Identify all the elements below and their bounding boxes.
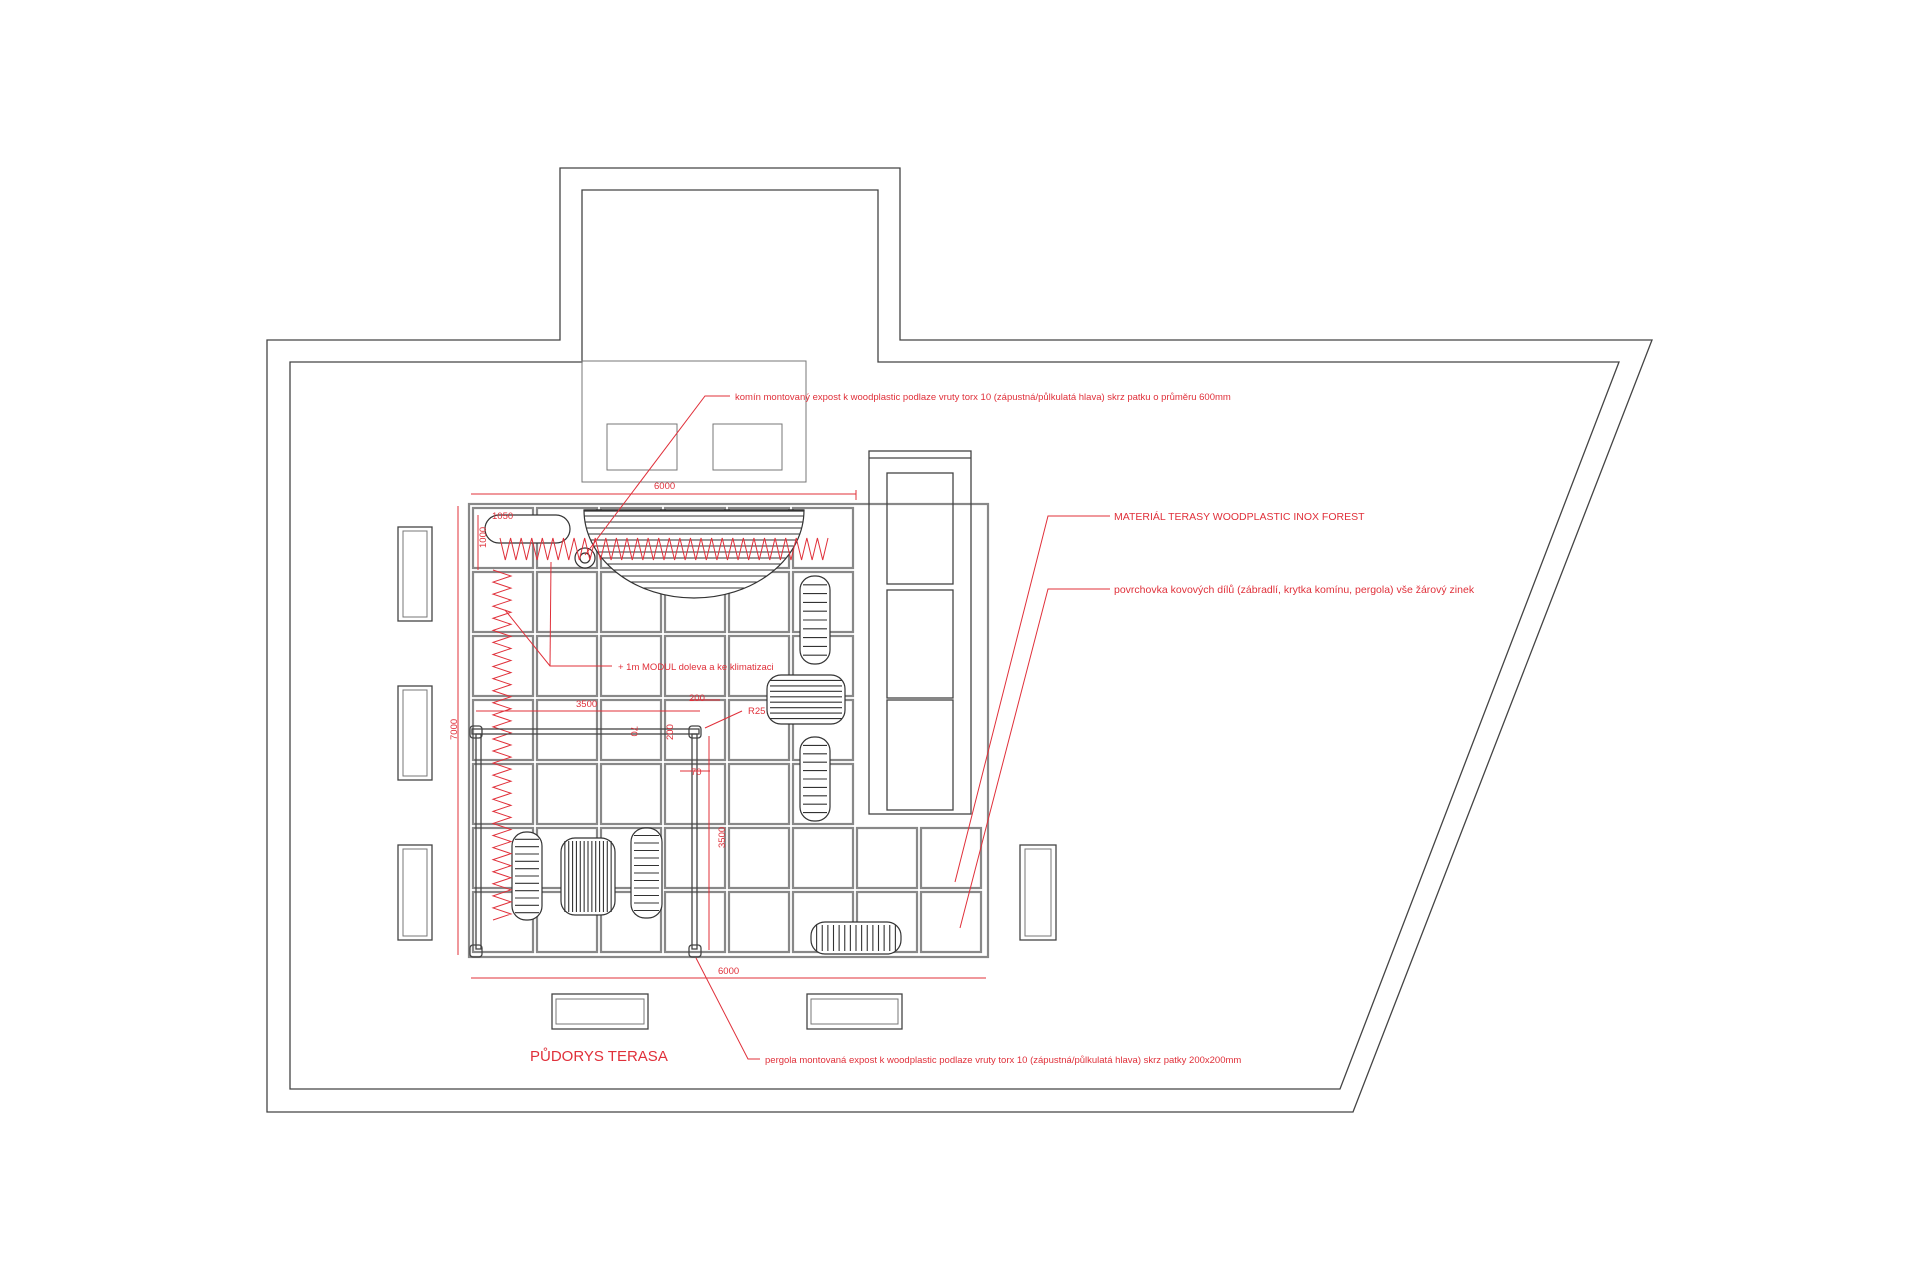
furniture-piece <box>799 736 831 822</box>
building-outer-wall <box>266 167 1653 1113</box>
deck-tile <box>855 826 919 890</box>
building-inner-wall <box>289 189 1620 1090</box>
dim-height: 7000 <box>449 719 460 740</box>
deck-tile <box>663 634 727 698</box>
deck-tile <box>727 762 791 826</box>
deck-tile <box>663 762 727 826</box>
deck-tile <box>727 826 791 890</box>
dimension-lines <box>457 490 986 979</box>
deck-tile <box>727 890 791 954</box>
terrace-deck-grid <box>467 502 990 959</box>
dim-beam-h: 70 <box>691 767 702 778</box>
deck-tile <box>535 762 599 826</box>
deck-tile <box>471 762 535 826</box>
deck-tile <box>663 890 727 954</box>
furniture-piece <box>583 509 805 512</box>
pergola-frame <box>469 725 702 958</box>
deck-tile <box>467 502 990 959</box>
deck-tile <box>599 698 663 762</box>
dim-bench-depth: 1000 <box>478 527 489 548</box>
annotation-material: MATERIÁL TERASY WOODPLASTIC INOX FOREST <box>1114 510 1365 523</box>
dim-radius: R25 <box>748 706 765 717</box>
furniture-piece <box>766 674 846 725</box>
deck-tile <box>727 634 791 698</box>
annotation-leaders <box>504 395 1110 1060</box>
deck-tile <box>535 698 599 762</box>
deck-tile <box>791 826 855 890</box>
drawing-title: PŮDORYS TERASA <box>530 1047 668 1065</box>
deck-tile <box>919 826 983 890</box>
dim-post-size: 200 <box>689 693 705 704</box>
furniture-piece <box>799 575 831 665</box>
deck-tile <box>663 826 727 890</box>
dim-post-size-v: 200 <box>665 724 676 740</box>
furniture-piece <box>630 827 663 919</box>
skylight-right <box>712 423 783 471</box>
deck-tile <box>727 698 791 762</box>
dim-beam-v: 70 <box>628 726 639 737</box>
furniture-piece <box>810 921 902 955</box>
dim-pergola-depth: 3500 <box>717 827 728 848</box>
module-zigzag-horizontal <box>499 537 829 561</box>
annotation-module: + 1m MODUL doleva a ke klimatizaci <box>618 662 774 673</box>
planters <box>397 526 1057 1030</box>
deck-tile <box>471 570 535 634</box>
tall-storage-unit <box>868 450 972 815</box>
annotation-pergola: pergola montovaná expost k woodplastic p… <box>765 1055 1241 1066</box>
deck-tile <box>599 762 663 826</box>
deck-tile <box>535 570 599 634</box>
dim-bench-length: 1050 <box>492 511 513 522</box>
dim-pergola-width: 3500 <box>576 699 597 710</box>
skylight-left <box>606 423 678 471</box>
annotation-surface: povrchovka kovových dílů (zábradlí, kryt… <box>1114 584 1475 596</box>
dim-top-width: 6000 <box>654 481 675 492</box>
furniture-piece <box>511 831 543 921</box>
deck-tile <box>471 634 535 698</box>
roof-structure <box>581 360 807 483</box>
deck-tile <box>766 674 846 725</box>
deck-tile <box>919 890 983 954</box>
dim-bottom-width: 6000 <box>718 966 739 977</box>
deck-tile <box>583 509 805 512</box>
module-zigzag-vertical <box>491 569 513 921</box>
furniture-piece <box>560 837 616 916</box>
annotation-chimney: komín montovaný expost k woodplastic pod… <box>735 392 1231 403</box>
